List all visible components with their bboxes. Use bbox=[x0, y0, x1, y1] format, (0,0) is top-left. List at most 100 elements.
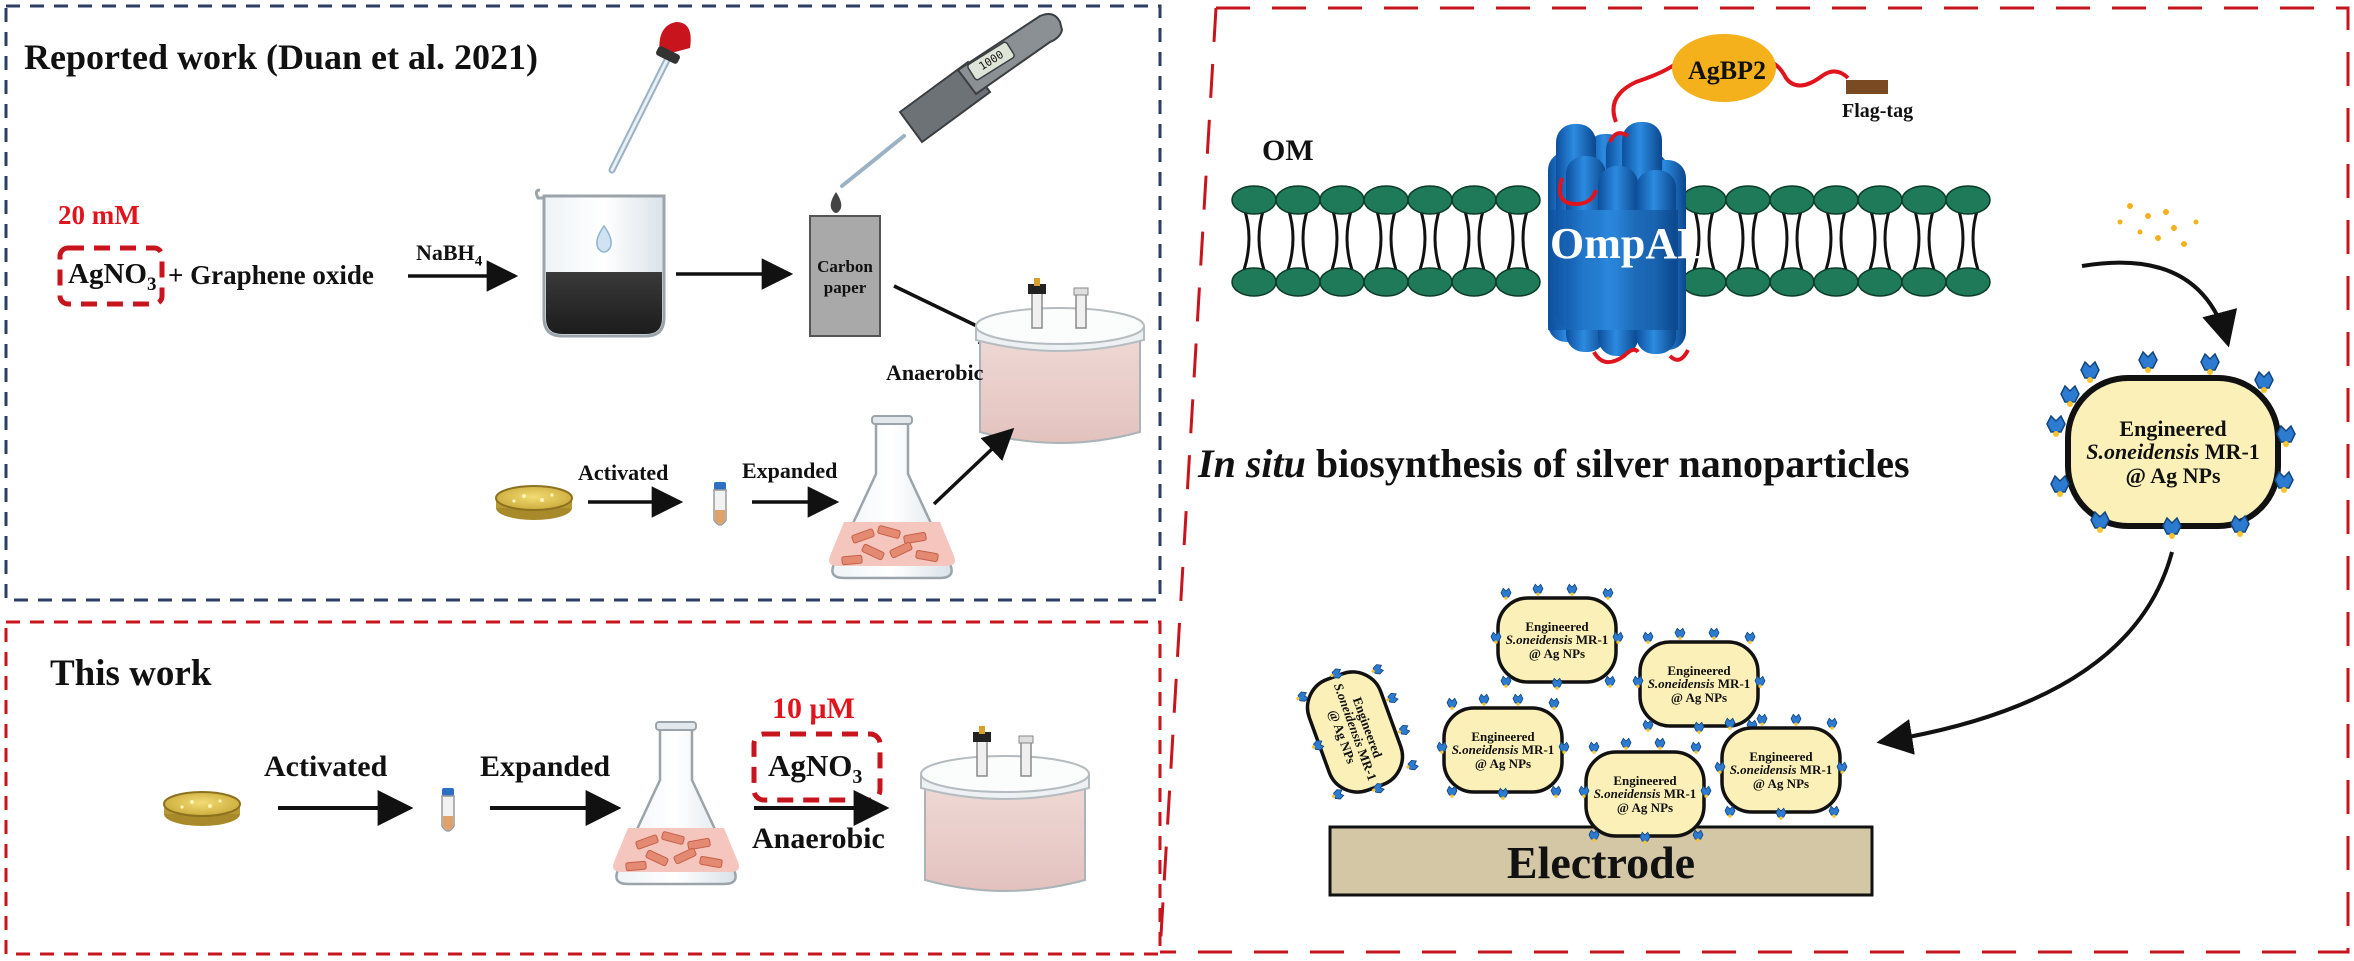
this-work-petri-dish-icon bbox=[163, 791, 241, 827]
this-work-expanded-label: Expanded bbox=[480, 750, 611, 783]
reported-agno3-label: AgNO3 bbox=[68, 258, 156, 296]
silver-nanoparticle bbox=[1566, 583, 1578, 597]
small-engineered-cell bbox=[1436, 693, 1570, 801]
carbon-line1: Carbon bbox=[817, 257, 873, 276]
lipid-head bbox=[1857, 185, 1903, 215]
this-work-flask-icon bbox=[611, 720, 741, 886]
lipid-head bbox=[1681, 185, 1727, 215]
small-cell-line1: Engineered bbox=[1749, 748, 1813, 764]
carbon-paper bbox=[809, 215, 881, 337]
caption-italic: In situ bbox=[1198, 441, 1306, 486]
om-label: OM bbox=[1262, 134, 1314, 167]
this-work-agno3-subscript: 3 bbox=[852, 766, 863, 789]
nabh-subscript: 4 bbox=[474, 253, 483, 270]
small-engineered-cell bbox=[1294, 662, 1420, 802]
ompal-label: OmpAL bbox=[1550, 219, 1707, 268]
small-engineered-cell bbox=[1490, 583, 1624, 691]
lipid-head bbox=[1813, 185, 1859, 215]
small-cell-strain: MR-1 bbox=[1796, 762, 1833, 778]
flag-tag-block bbox=[1846, 80, 1888, 94]
small-engineered-cell bbox=[1578, 737, 1712, 845]
this-work-tube-icon bbox=[441, 787, 455, 832]
lipid-head bbox=[1725, 185, 1771, 215]
silver-ion-dots bbox=[2117, 203, 2199, 247]
small-cell-strain: MR-1 bbox=[1714, 676, 1751, 692]
small-cell-strain: MR-1 bbox=[1572, 632, 1609, 648]
silver-nanoparticle bbox=[2138, 351, 2158, 374]
lipid-head bbox=[1319, 267, 1365, 297]
flask-to-reactor-arrow bbox=[932, 427, 1015, 506]
small-cell-species: S.oneidensis bbox=[1647, 676, 1715, 692]
agbp2-domain bbox=[1672, 34, 1776, 102]
beaker-icon bbox=[534, 188, 666, 338]
silver-nanoparticle bbox=[2050, 475, 2070, 498]
this-work-activated-label: Activated bbox=[264, 750, 388, 783]
small-cell-line1: Engineered bbox=[1471, 728, 1535, 744]
engineered-cell-large bbox=[2046, 351, 2296, 540]
lipid-head bbox=[1901, 267, 1947, 297]
small-cell-species: S.oneidensis bbox=[1729, 762, 1797, 778]
silver-nanoparticle bbox=[1674, 627, 1686, 641]
large-cell-species: S.oneidensis bbox=[2086, 439, 2200, 465]
carbon-line2: paper bbox=[823, 278, 867, 298]
lipid-head bbox=[1451, 267, 1497, 297]
cell-to-electrode-arrow bbox=[1876, 551, 2174, 755]
lipid-head bbox=[1769, 267, 1815, 297]
lipid-head bbox=[1769, 185, 1815, 215]
agno3-text: AgNO bbox=[68, 258, 147, 290]
lipid-head bbox=[1407, 185, 1453, 215]
this-work-agno3-label: AgNO3 bbox=[768, 748, 862, 789]
reported-tube-icon bbox=[713, 481, 727, 526]
this-work-anaerobic-label: Anaerobic bbox=[752, 822, 885, 855]
silver-nanoparticle bbox=[1512, 693, 1524, 707]
reported-flask-icon bbox=[827, 414, 957, 580]
small-cell-species: S.oneidensis bbox=[1505, 632, 1573, 648]
lipid-head bbox=[1857, 267, 1903, 297]
lipid-head bbox=[1725, 267, 1771, 297]
dropper-icon bbox=[608, 22, 691, 174]
lipid-head bbox=[1363, 267, 1409, 297]
large-cell-line1: Engineered bbox=[2119, 416, 2227, 442]
small-cell-line3: @ Ag NPs bbox=[1616, 799, 1674, 815]
silver-nanoparticle bbox=[1708, 627, 1720, 641]
small-cell-line1: Engineered bbox=[1667, 662, 1731, 678]
this-work-title: This work bbox=[50, 653, 212, 694]
reported-petri-dish-icon bbox=[495, 485, 573, 521]
ompal-barrel bbox=[1548, 60, 1690, 364]
carbon-paper-droplet bbox=[830, 192, 842, 213]
silver-nanoparticle bbox=[1620, 737, 1632, 751]
flag-tag-label: Flag-tag bbox=[1842, 100, 1914, 122]
agbp2-label: AgBP2 bbox=[1688, 56, 1766, 85]
lipid-head bbox=[1945, 185, 1991, 215]
lipid-head bbox=[1495, 185, 1541, 215]
large-cell-strain: MR-1 bbox=[2199, 439, 2260, 465]
agno3-subscript: 3 bbox=[146, 273, 157, 295]
graphene-oxide-label: + Graphene oxide bbox=[168, 260, 374, 290]
reported-anaerobic-label: Anaerobic bbox=[886, 360, 984, 385]
lipid-head bbox=[1451, 185, 1497, 215]
lipid-head bbox=[1813, 267, 1859, 297]
ions-to-cell-arrow bbox=[2081, 260, 2238, 348]
lipid-head bbox=[1495, 267, 1541, 297]
carbon-paper-label: Carbon paper bbox=[810, 256, 880, 299]
lipid-head bbox=[1681, 267, 1727, 297]
this-work-agno3-highlight-box bbox=[751, 731, 883, 803]
reported-concentration: 20 mM bbox=[58, 200, 140, 230]
small-cell-species: S.oneidensis bbox=[1593, 786, 1661, 802]
this-work-panel-border bbox=[4, 620, 1162, 956]
silver-nanoparticle bbox=[1532, 583, 1544, 597]
reported-title: Reported work (Duan et al. 2021) bbox=[24, 37, 538, 77]
lipid-head bbox=[1363, 185, 1409, 215]
small-engineered-cell bbox=[1714, 713, 1848, 821]
this-work-agno3-text: AgNO bbox=[768, 748, 853, 783]
reported-reactor-icon bbox=[975, 277, 1145, 444]
reported-expanded-label: Expanded bbox=[742, 458, 838, 483]
reported-panel-border bbox=[4, 4, 1162, 602]
caption-rest: biosynthesis of silver nanoparticles bbox=[1305, 441, 1910, 486]
agno3-highlight-box bbox=[57, 245, 165, 307]
small-engineered-cell bbox=[1632, 627, 1766, 735]
